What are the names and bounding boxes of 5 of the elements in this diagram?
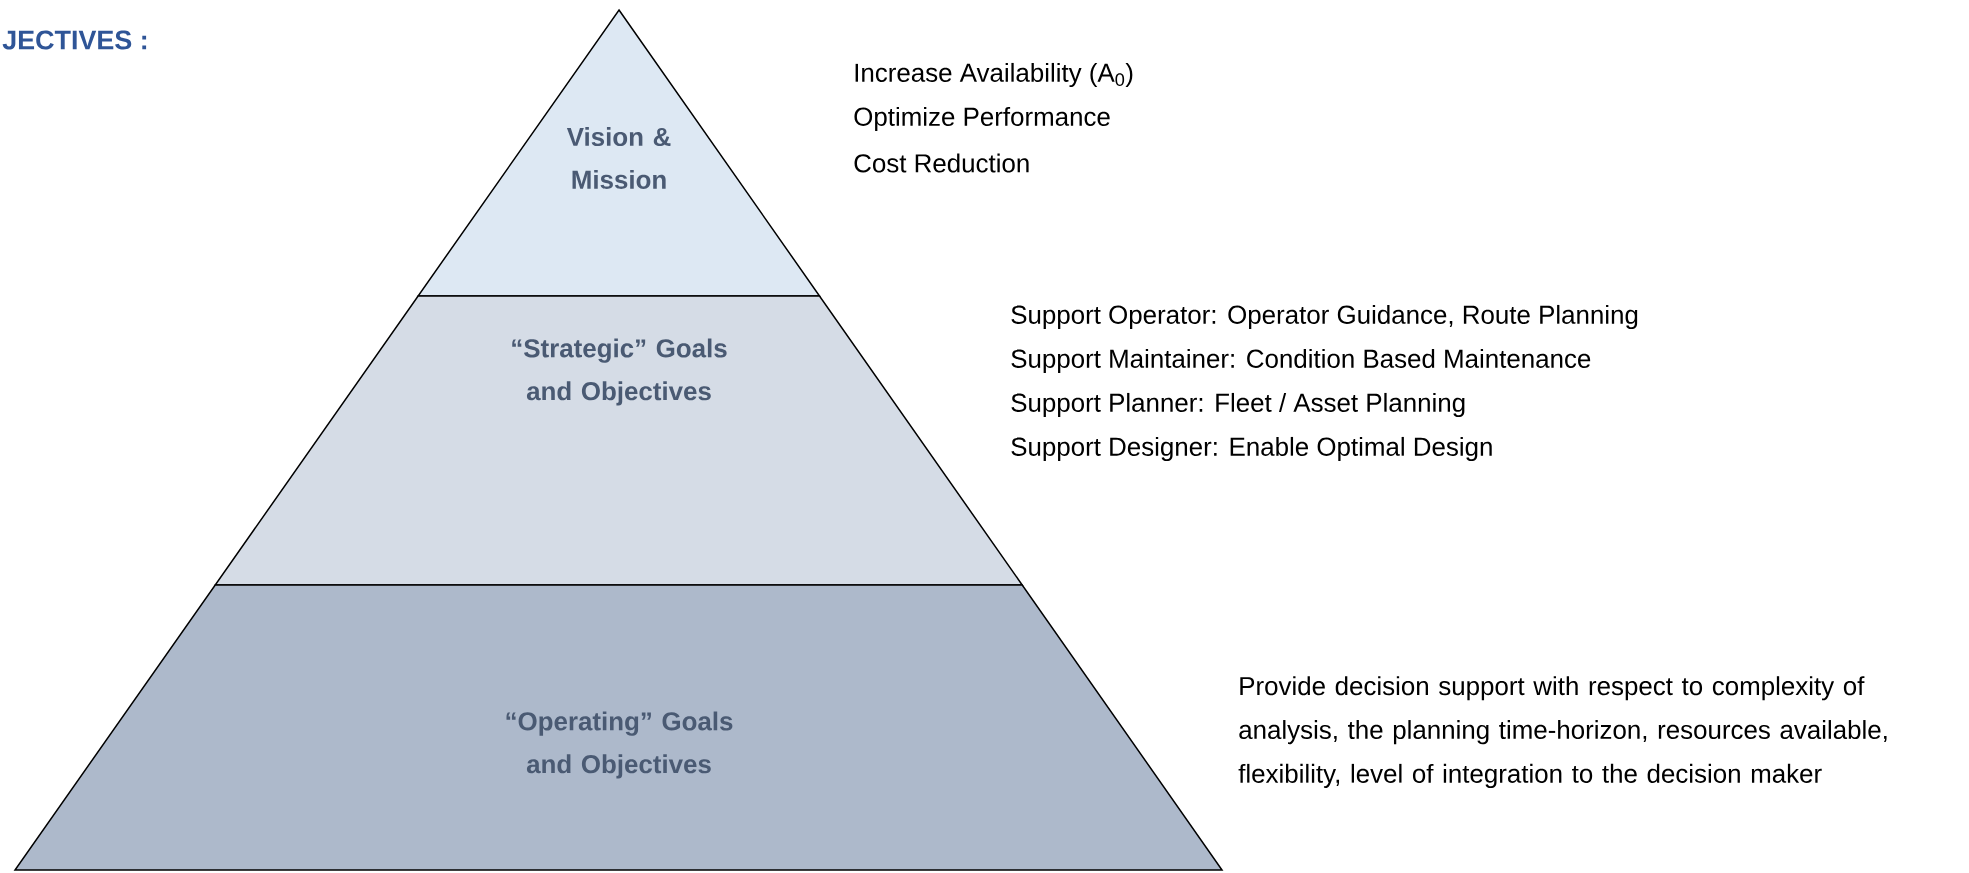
heading: JECTIVES :	[2, 30, 147, 50]
objective-text: Cost Reduction	[854, 153, 1029, 173]
objective-text: Optimize Performance	[854, 106, 1110, 132]
description-text: Provide decision support with respect to complexity of analysis, the planning time-horizon, resources available, flexibility, level of integration to the decision maker	[1238, 676, 1887, 788]
objective-text: Increase Availability (A$_{0}$)	[855, 62, 1133, 88]
